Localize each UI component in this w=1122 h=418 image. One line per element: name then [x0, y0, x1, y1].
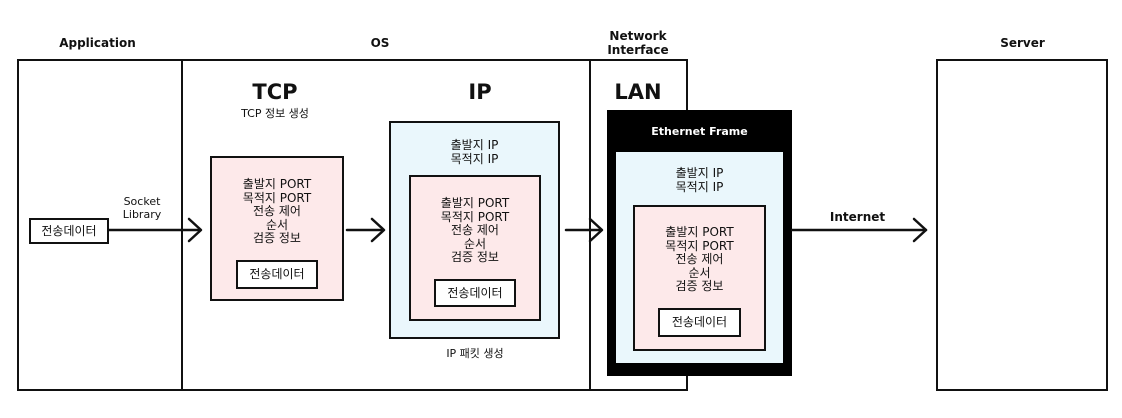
- tcp-field: 출발지 PORT: [242, 177, 312, 191]
- arrow-tcp-to-ip: [345, 217, 386, 243]
- tcp-fields: 출발지 PORT 목적지 PORT 전송 제어 순서 검증 정보: [212, 177, 342, 246]
- lan-inner-field: 순서: [688, 265, 711, 280]
- lan-inner-field: 목적지 PORT: [665, 238, 734, 253]
- ip-data-box: 전송데이터: [434, 279, 516, 307]
- socket-library-line1: Socket: [123, 195, 161, 208]
- ip-inner-field: 목적지 PORT: [440, 209, 510, 224]
- header-application: Application: [59, 36, 136, 50]
- header-network-interface-line2: Interface: [607, 43, 669, 57]
- tcp-field: 목적지 PORT: [242, 190, 312, 205]
- ip-inner-field: 검증 정보: [451, 250, 499, 264]
- lan-data-box: 전송데이터: [658, 308, 741, 337]
- arrow-lan-to-server: [790, 217, 928, 243]
- arrow-app-to-tcp: [107, 217, 203, 243]
- ip-caption: IP 패킷 생성: [446, 347, 504, 360]
- ip-field: 목적지 IP: [450, 151, 499, 166]
- internet-label: Internet: [829, 210, 886, 224]
- ethernet-frame-label: Ethernet Frame: [651, 125, 748, 138]
- lan-inner-field: 출발지 PORT: [665, 225, 734, 239]
- server-column: [936, 59, 1108, 391]
- tcp-data-box: 전송데이터: [236, 260, 318, 289]
- lan-inner-field: 검증 정보: [675, 279, 724, 293]
- lan-ip-field: 출발지 IP: [675, 166, 724, 180]
- ip-inner-field: 순서: [463, 236, 487, 251]
- arrow-ip-to-lan: [564, 217, 604, 243]
- header-network-interface: Network Interface: [590, 29, 686, 57]
- header-server: Server: [1000, 36, 1045, 50]
- lan-inner-fields: 출발지 PORT 목적지 PORT 전송 제어 순서 검증 정보: [635, 225, 764, 294]
- lan-ip-field: 목적지 IP: [675, 179, 724, 194]
- ip-fields: 출발지 IP 목적지 IP: [391, 138, 558, 166]
- tcp-field: 검증 정보: [253, 231, 301, 245]
- ip-title: IP: [468, 80, 492, 104]
- tcp-field: 순서: [265, 217, 289, 232]
- tcp-field: 전송 제어: [253, 204, 301, 218]
- lan-title: LAN: [614, 80, 662, 104]
- socket-library-line2: Library: [122, 208, 162, 221]
- tcp-subtitle: TCP 정보 생성: [241, 107, 309, 120]
- ip-inner-fields: 출발지 PORT 목적지 PORT 전송 제어 순서 검증 정보: [411, 196, 539, 265]
- ip-inner-field: 전송 제어: [451, 223, 499, 237]
- lan-inner-field: 전송 제어: [675, 252, 724, 266]
- ip-field: 출발지 IP: [450, 138, 499, 152]
- socket-library-label: Socket Library: [112, 195, 172, 221]
- tcp-title: TCP: [252, 80, 298, 104]
- lan-ip-fields: 출발지 IP 목적지 IP: [616, 166, 783, 194]
- application-data-box: 전송데이터: [29, 218, 109, 244]
- ip-inner-field: 출발지 PORT: [440, 196, 510, 210]
- header-network-interface-line1: Network: [609, 29, 667, 43]
- header-os: OS: [370, 36, 390, 50]
